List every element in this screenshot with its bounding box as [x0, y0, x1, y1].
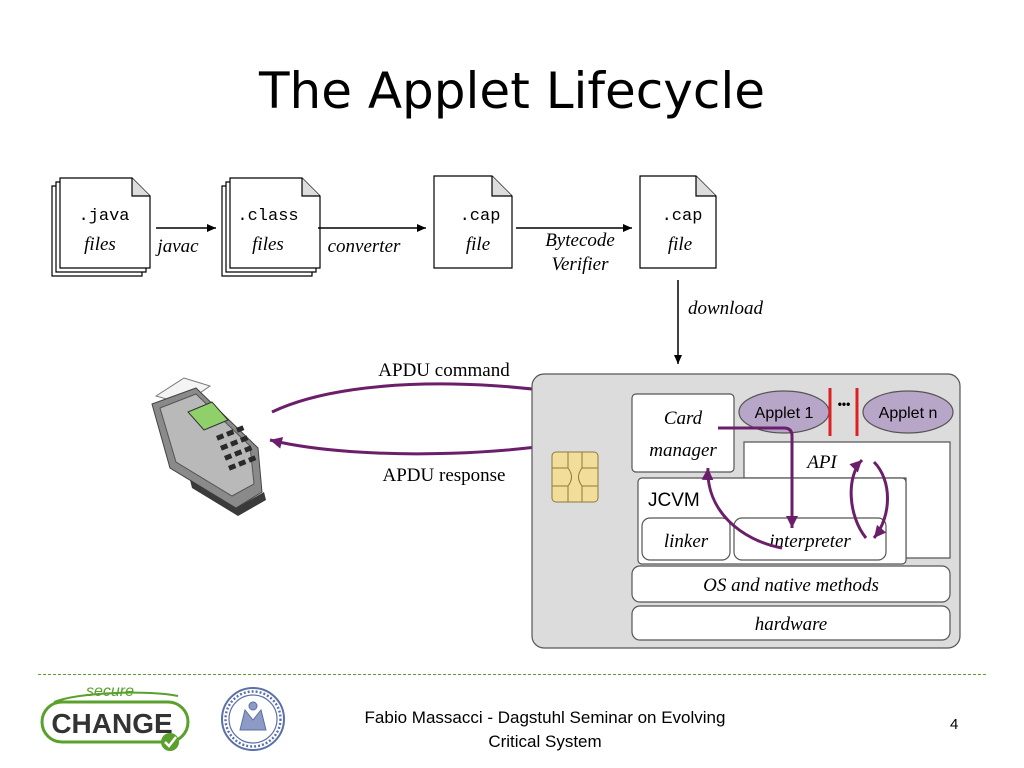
javac-label: javac [154, 236, 199, 257]
linker-box [641, 517, 731, 561]
footer-divider [38, 674, 986, 675]
card-manager-label-1: Card [664, 408, 703, 429]
card-manager-box [631, 393, 735, 473]
manager-to-interpreter-arrow [718, 426, 798, 528]
verified-cap-file-doc: .cap file [639, 175, 717, 269]
applet-n-label: Applet n [879, 405, 938, 422]
converter-label: converter [328, 236, 401, 257]
api-to-interpreter-arrow [872, 460, 889, 539]
hardware-box [631, 605, 951, 641]
cap2-ext: .cap [662, 207, 703, 226]
cap2-label: file [668, 234, 692, 255]
cap1-label: file [466, 234, 490, 255]
applet-ellipsis: ••• [838, 397, 851, 411]
applet-n [862, 390, 954, 434]
interpreter-box [733, 517, 887, 561]
java-label: files [84, 234, 116, 255]
footer-line-2: Critical System [488, 732, 602, 751]
logo-check-icon [161, 733, 179, 751]
java-ext: .java [78, 207, 129, 226]
card-manager-label-2: manager [649, 440, 717, 461]
apdu-response-label: APDU response [383, 465, 506, 486]
cap1-ext: .cap [460, 207, 501, 226]
verifier-label-1: Bytecode [545, 230, 615, 251]
applet-1-label: Applet 1 [755, 405, 814, 422]
university-seal-icon [221, 687, 285, 751]
page-number: 4 [950, 716, 959, 733]
hardware-label: hardware [755, 614, 827, 635]
apdu-command-label: APDU command [378, 360, 510, 381]
linker-label: linker [664, 531, 709, 552]
logo-secure-text: secure [86, 683, 134, 700]
footer-line-1: Fabio Massacci - Dagstuhl Seminar on Evo… [364, 708, 726, 727]
footer-text: Fabio Massacci - Dagstuhl Seminar on Evo… [320, 706, 770, 754]
logo-change-text: CHANGE [51, 708, 172, 739]
verifier-label-2: Verifier [552, 254, 610, 275]
cap-file-doc: .cap file [433, 175, 513, 269]
interpreter-to-manager-arrow [701, 467, 783, 550]
securechange-logo: secure CHANGE [40, 683, 190, 751]
class-ext: .class [237, 207, 298, 226]
java-files-doc: .java files [51, 177, 151, 277]
download-label: download [688, 298, 763, 319]
os-native-methods-box [631, 565, 951, 603]
class-files-doc: .class files [221, 177, 321, 277]
slide-title: The Applet Lifecycle [258, 62, 766, 120]
api-label: API [805, 452, 838, 473]
card-terminal-icon [151, 377, 266, 516]
interpreter-label: interpreter [769, 531, 851, 552]
class-label: files [252, 234, 284, 255]
jcvm-label: JCVM [648, 490, 700, 511]
chip-icon [551, 451, 599, 503]
os-label: OS and native methods [703, 575, 879, 596]
interpreter-to-api-arrow [849, 458, 868, 539]
